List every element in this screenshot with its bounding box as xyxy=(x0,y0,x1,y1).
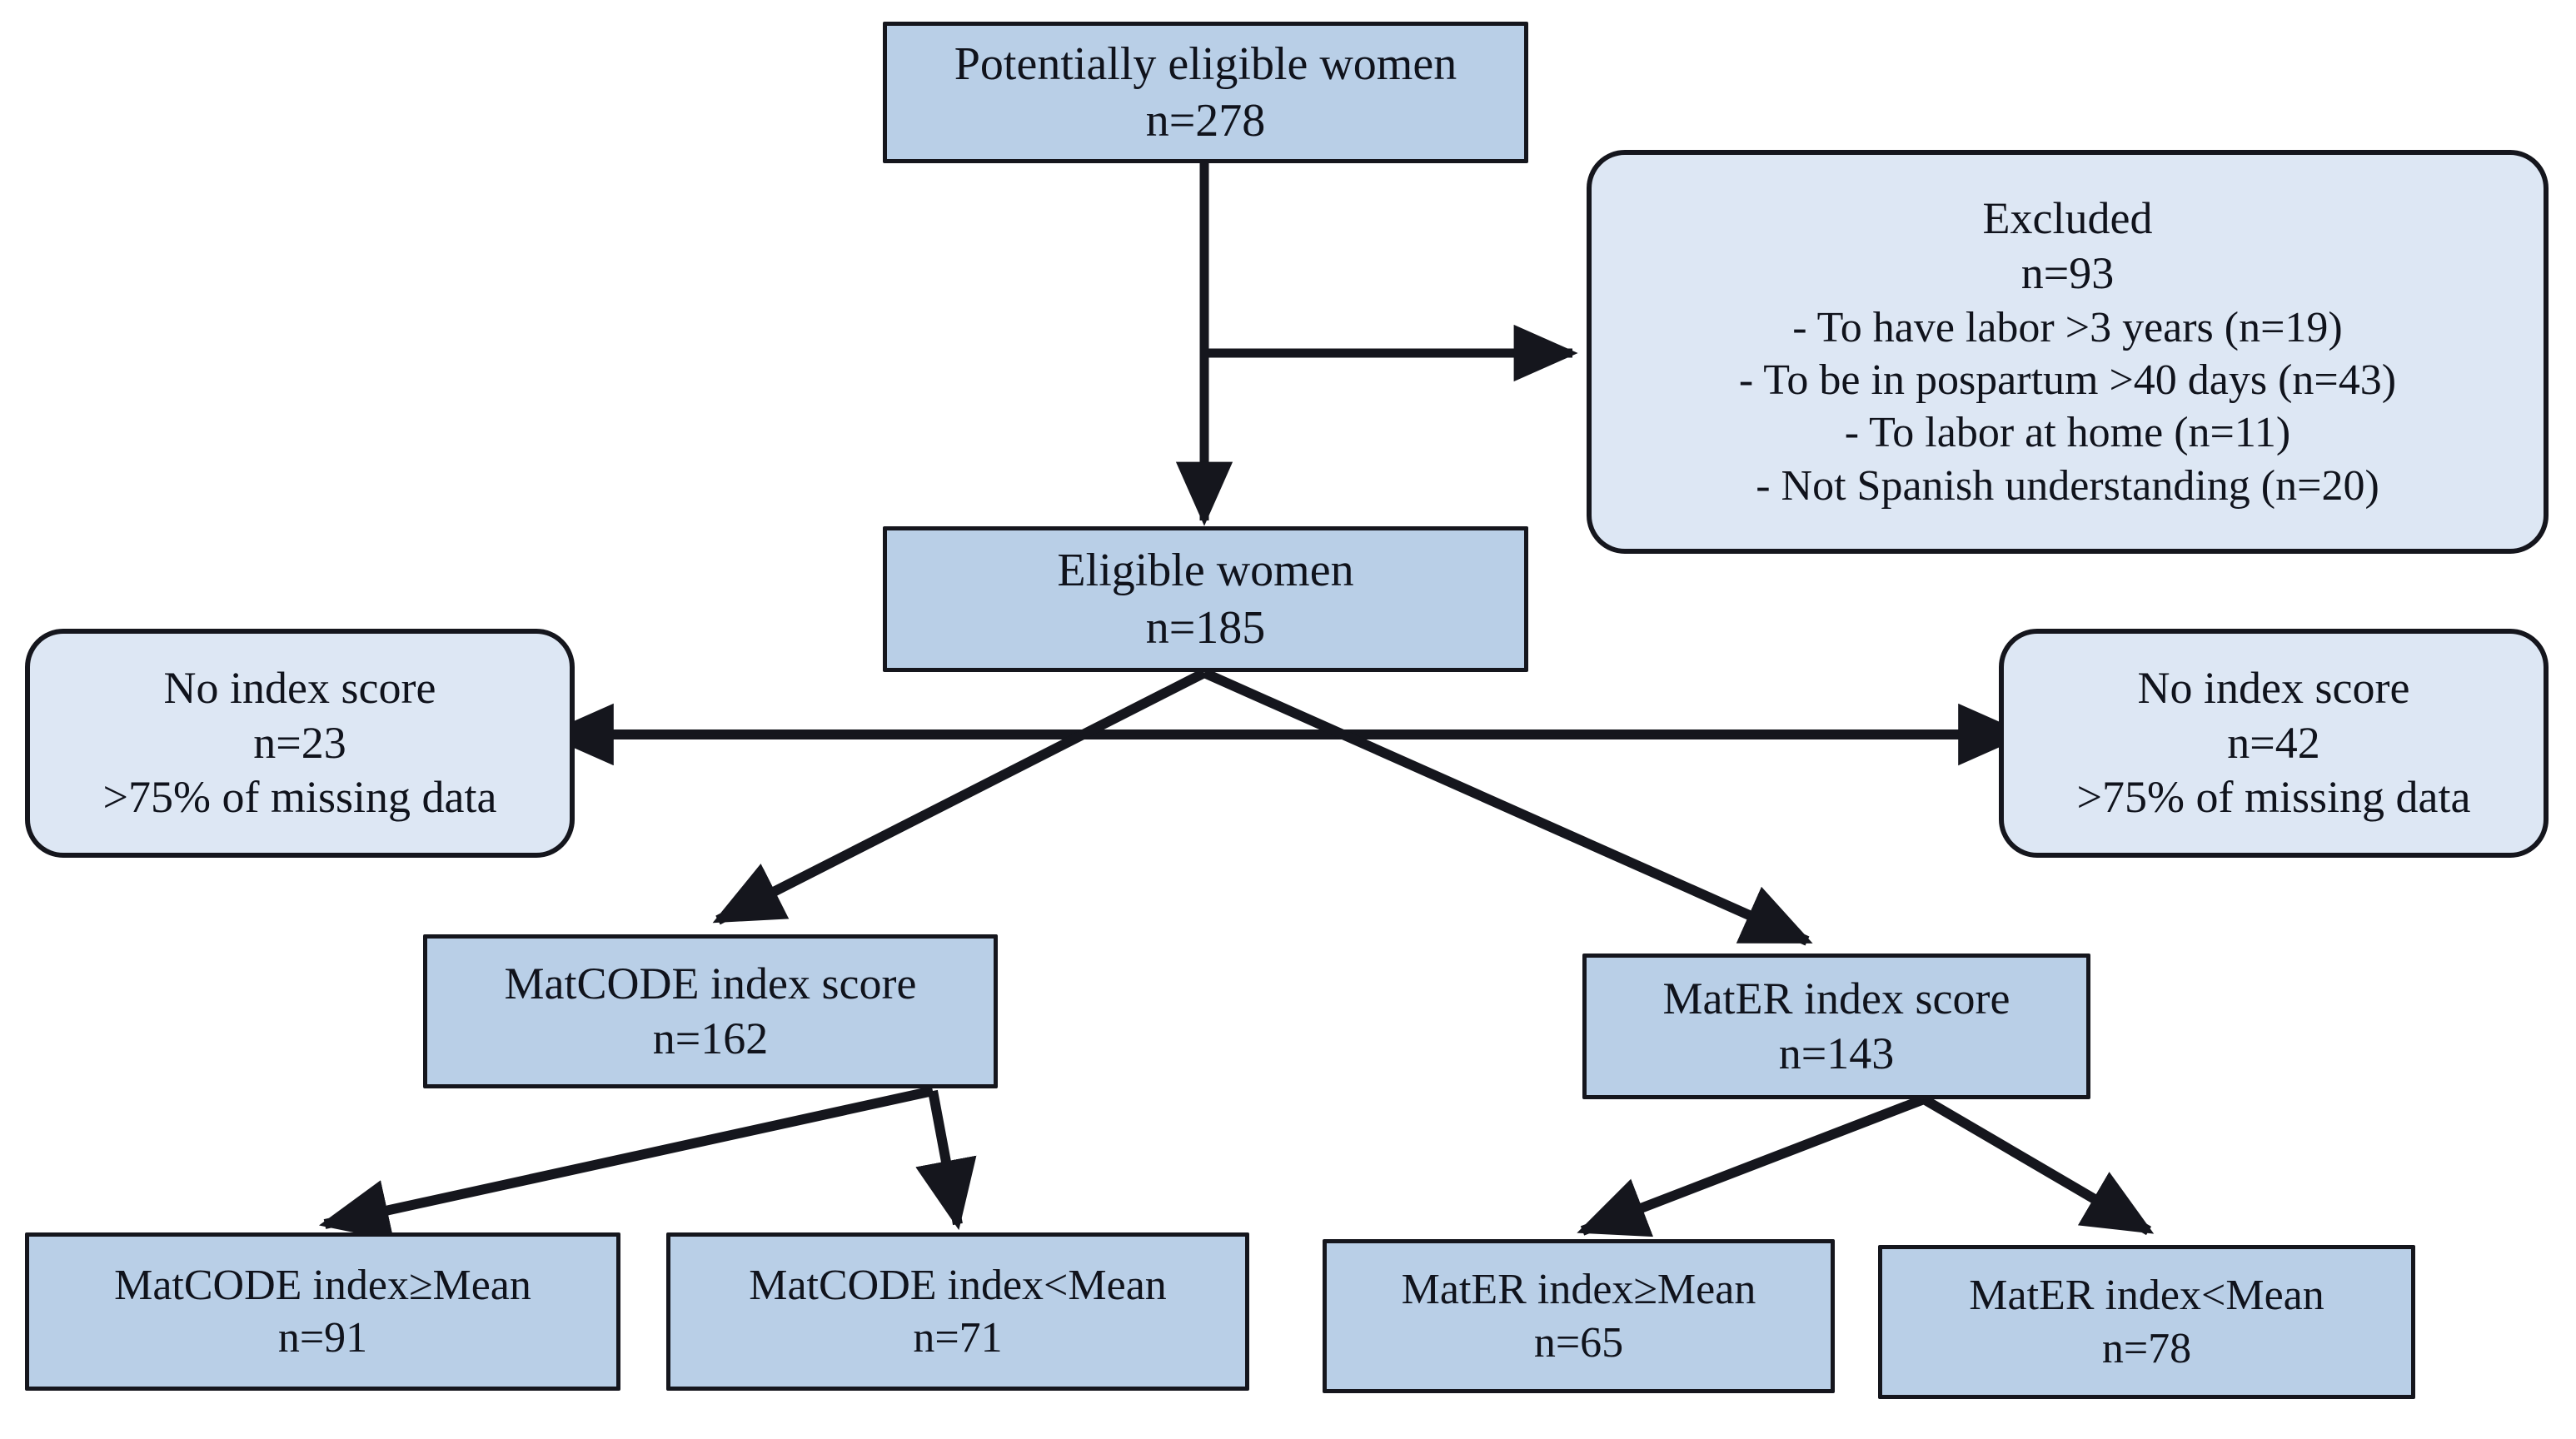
node-label: Potentially eligible women xyxy=(954,37,1457,90)
node-count: n=71 xyxy=(913,1314,1003,1362)
node-label: MatER index≥Mean xyxy=(1401,1266,1756,1314)
excluded-label: Excluded xyxy=(1982,192,2153,243)
excluded-reason-1: - To have labor >3 years (n=19) xyxy=(1792,303,2343,351)
node-potentially-eligible-women[interactable]: Potentially eligible women n=278 xyxy=(883,22,1528,163)
node-detail: >75% of missing data xyxy=(102,772,497,823)
node-excluded[interactable]: Excluded n=93 - To have labor >3 years (… xyxy=(1587,150,2549,554)
excluded-reason-4: - Not Spanish understanding (n=20) xyxy=(1756,461,2379,510)
node-eligible-women[interactable]: Eligible women n=185 xyxy=(883,526,1528,672)
node-matcode-index-lt-mean[interactable]: MatCODE index<Mean n=71 xyxy=(666,1232,1249,1391)
node-label: Eligible women xyxy=(1057,545,1354,597)
node-count: n=162 xyxy=(652,1013,769,1063)
node-mater-index-score[interactable]: MatER index score n=143 xyxy=(1582,954,2090,1099)
node-count: n=65 xyxy=(1533,1318,1624,1367)
excluded-count: n=93 xyxy=(2020,247,2115,298)
node-count: n=185 xyxy=(1145,601,1266,654)
edge-mater-score-to-ge-mean xyxy=(1577,1094,1926,1237)
node-mater-index-lt-mean[interactable]: MatER index<Mean n=78 xyxy=(1878,1245,2415,1399)
node-no-index-score-right[interactable]: No index score n=42 >75% of missing data xyxy=(1999,629,2549,858)
node-matcode-index-score[interactable]: MatCODE index score n=162 xyxy=(423,934,998,1088)
excluded-reason-2: - To be in pospartum >40 days (n=43) xyxy=(1738,356,2397,404)
node-matcode-index-ge-mean[interactable]: MatCODE index≥Mean n=91 xyxy=(25,1232,620,1391)
node-no-index-score-left[interactable]: No index score n=23 >75% of missing data xyxy=(25,629,575,858)
node-label: MatER index<Mean xyxy=(1969,1272,2324,1320)
node-count: n=143 xyxy=(1778,1028,1895,1078)
node-label: No index score xyxy=(163,662,436,713)
node-label: MatCODE index score xyxy=(504,958,917,1008)
node-count: n=42 xyxy=(2227,717,2320,768)
node-detail: >75% of missing data xyxy=(2076,772,2471,823)
node-label: MatCODE index≥Mean xyxy=(114,1261,531,1309)
edge-matcode-score-to-ge-mean xyxy=(318,1086,934,1241)
edge-eligible-to-matcode-score xyxy=(712,668,1207,925)
node-label: MatER index score xyxy=(1662,973,2010,1023)
node-count: n=23 xyxy=(253,717,346,768)
node-label: MatCODE index<Mean xyxy=(749,1261,1167,1309)
node-mater-index-ge-mean[interactable]: MatER index≥Mean n=65 xyxy=(1323,1239,1835,1393)
edge-eligible-to-mater-score xyxy=(1202,668,1813,946)
node-count: n=78 xyxy=(2101,1324,2192,1372)
node-label: No index score xyxy=(2137,662,2410,713)
node-count: n=278 xyxy=(1145,95,1266,147)
edge-matcode-score-to-lt-mean xyxy=(915,1089,977,1231)
edge-mater-score-to-lt-mean xyxy=(1921,1094,2155,1236)
excluded-reason-3: - To labor at home (n=11) xyxy=(1844,409,2291,457)
node-count: n=91 xyxy=(277,1314,368,1362)
